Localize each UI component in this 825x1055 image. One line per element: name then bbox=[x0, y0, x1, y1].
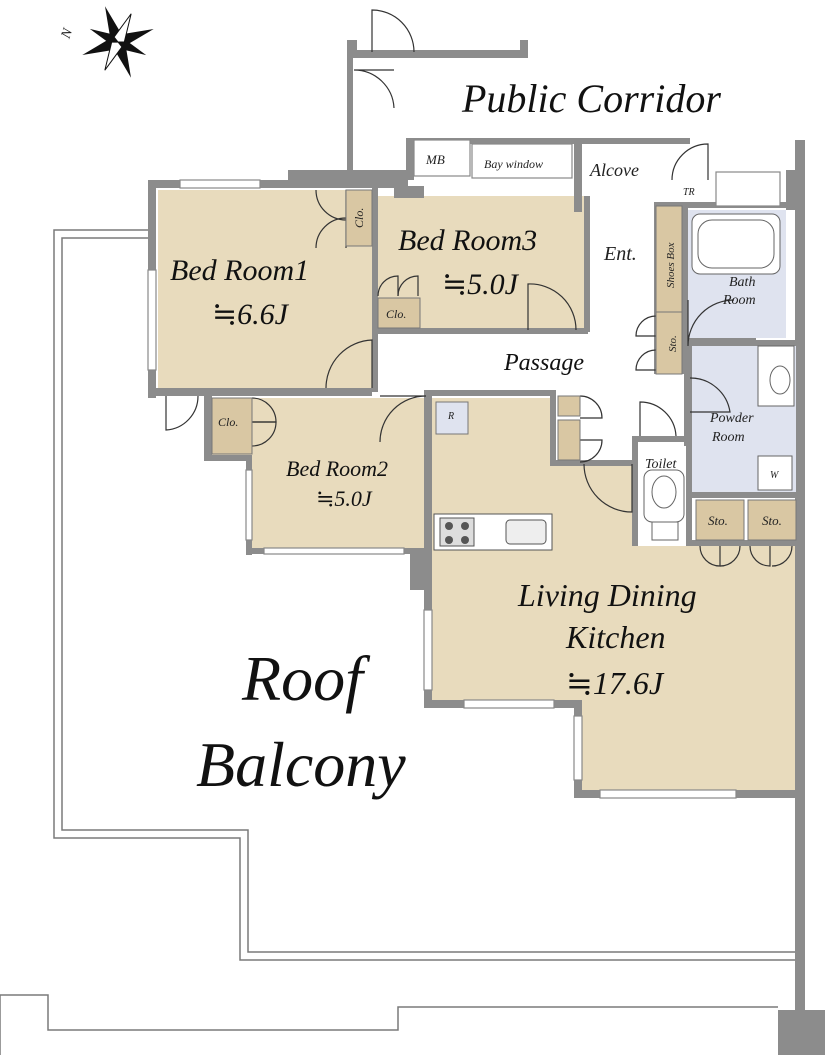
bedroom2-name: Bed Room2 bbox=[286, 456, 388, 481]
bedroom2-closet-label: Clo. bbox=[218, 415, 238, 429]
bath-room-label-line1: Bath bbox=[729, 275, 755, 290]
storage-boxes bbox=[211, 189, 797, 541]
bedroom1-floor bbox=[158, 190, 372, 388]
tr-label: TR bbox=[683, 187, 695, 198]
roof-balcony-outline bbox=[0, 229, 800, 1055]
bedroom3-size: ≒5.0J bbox=[442, 268, 520, 301]
roof-balcony-label-line1: Roof bbox=[241, 643, 371, 714]
bedroom3-name: Bed Room3 bbox=[398, 224, 537, 257]
alcove-label: Alcove bbox=[589, 160, 639, 180]
doors bbox=[165, 9, 793, 567]
ldk-label-line1: Living Dining bbox=[517, 577, 697, 613]
compass-n-label: N bbox=[58, 26, 76, 41]
bay-window-label: Bay window bbox=[484, 157, 543, 171]
bath-room-label-line2: Room bbox=[722, 293, 756, 308]
powder-room-label-line1: Powder bbox=[709, 411, 754, 426]
washer-label: W bbox=[770, 470, 780, 481]
compass-icon bbox=[82, 6, 154, 78]
entrance-label: Ent. bbox=[603, 243, 637, 265]
shoes-box-label: Shoes Box bbox=[665, 242, 677, 288]
storage1-label: Sto. bbox=[708, 513, 728, 528]
powder-room-label-line2: Room bbox=[711, 430, 745, 445]
bedroom3-floor bbox=[378, 196, 584, 330]
mb-label: MB bbox=[425, 152, 445, 167]
bedroom1-size: ≒6.6J bbox=[212, 298, 290, 331]
ldk-floor bbox=[432, 398, 795, 790]
bedroom3-closet-label: Clo. bbox=[386, 307, 406, 321]
ldk-size: ≒17.6J bbox=[566, 665, 665, 701]
entry-storage-label: Sto. bbox=[667, 335, 679, 352]
refrigerator-label: R bbox=[447, 411, 454, 422]
bedroom1-closet-label: Clo. bbox=[352, 208, 366, 228]
ldk-label-line2: Kitchen bbox=[565, 619, 666, 655]
storage2-label: Sto. bbox=[762, 513, 782, 528]
passage-label: Passage bbox=[503, 350, 584, 376]
roof-balcony-label-line2: Balcony bbox=[196, 729, 406, 800]
fixtures bbox=[433, 213, 795, 551]
bedroom1-name: Bed Room1 bbox=[170, 254, 309, 287]
toilet-label: Toilet bbox=[645, 457, 677, 472]
windows bbox=[147, 139, 781, 799]
bedroom2-floor bbox=[212, 398, 424, 548]
public-corridor-label: Public Corridor bbox=[461, 76, 721, 121]
bedroom2-size: ≒5.0J bbox=[316, 486, 373, 511]
